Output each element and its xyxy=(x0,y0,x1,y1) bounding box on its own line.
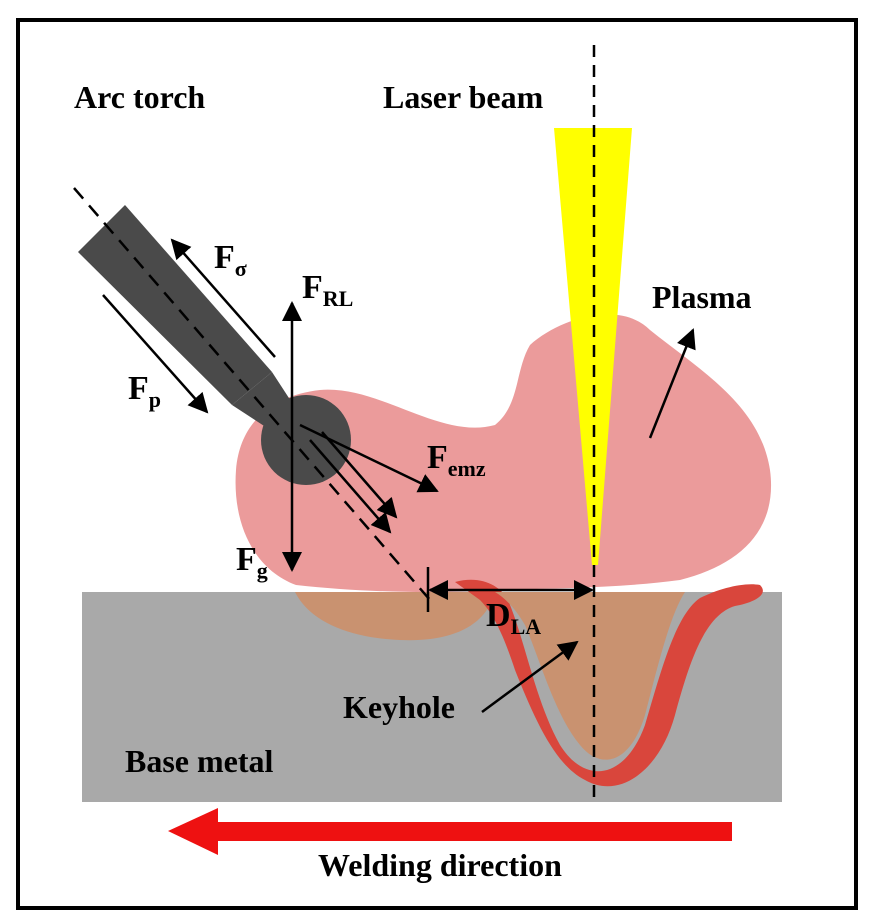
d-la-label: DLA xyxy=(486,597,541,639)
plasma-cloud xyxy=(235,314,772,593)
plasma-label: Plasma xyxy=(652,279,752,315)
f-emz-arrow xyxy=(299,423,439,493)
f-p-label: Fp xyxy=(128,370,161,412)
f-sigma-arrow xyxy=(170,238,276,358)
keyhole-label: Keyhole xyxy=(343,689,455,725)
keyhole-molten xyxy=(495,592,685,760)
plasma-pointer-arrow xyxy=(648,328,696,439)
laser-beam-label: Laser beam xyxy=(383,79,544,115)
f-g-label: Fg xyxy=(236,541,268,583)
arc-force-arrow-2 xyxy=(321,431,398,519)
f-sigma-label: Fσ xyxy=(214,239,247,281)
arc-torch-label: Arc torch xyxy=(74,79,205,115)
keyhole-wall xyxy=(455,579,763,787)
base-metal-label: Base metal xyxy=(125,743,274,779)
welding-direction-label: Welding direction xyxy=(318,847,562,883)
arc-molten-pool xyxy=(295,592,495,641)
f-emz-label: Femz xyxy=(427,439,486,481)
f-p-arrow xyxy=(102,294,209,414)
keyhole-pointer-arrow xyxy=(481,640,579,714)
welding-direction-arrow xyxy=(168,808,732,855)
f-rl-label: FRL xyxy=(302,269,353,311)
torch-body xyxy=(78,205,272,405)
